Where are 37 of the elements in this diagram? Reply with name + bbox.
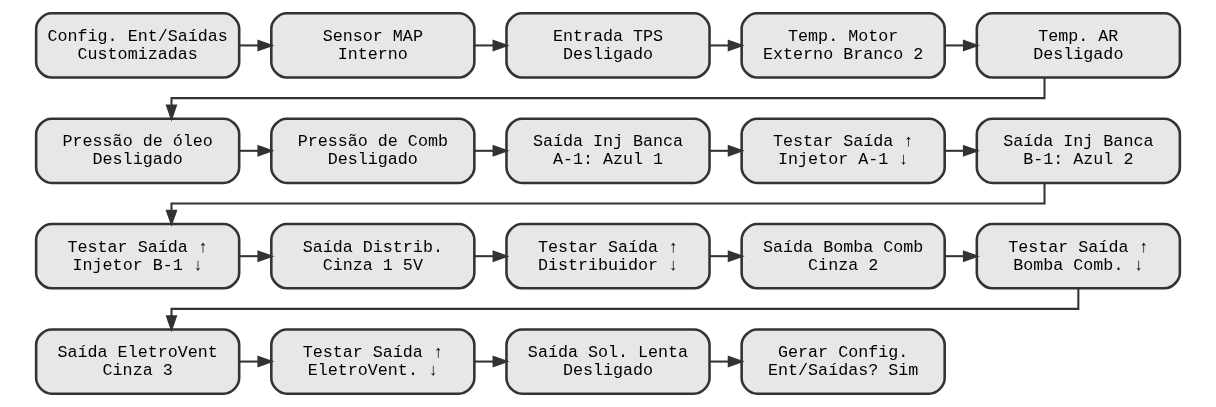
node-box: Pressão de Comb Desligado <box>270 117 476 185</box>
arrow <box>944 250 980 263</box>
node-box: Testar Saída ↑ Distribuidor ↓ <box>505 222 711 290</box>
arrow <box>944 39 980 52</box>
node-box: Testar Saída ↑ Injetor B-1 ↓ <box>34 222 241 290</box>
arrow <box>165 77 1046 122</box>
node-box: Saída EletroVent Cinza 3 <box>34 328 241 395</box>
node-box: Testar Saída ↑ Injetor A-1 ↓ <box>740 117 946 185</box>
arrow <box>239 355 275 368</box>
arrow <box>709 250 745 263</box>
node-box: Temp. Motor Externo Branco 2 <box>740 12 946 79</box>
node-box: Gerar Config. Ent/Saídas? Sim <box>740 328 946 395</box>
node-box: Saída Sol. Lenta Desligado <box>505 328 711 395</box>
node-box: Testar Saída ↑ EletroVent. ↓ <box>270 328 476 395</box>
arrow <box>709 39 745 52</box>
arrow <box>474 250 510 263</box>
node-box: Pressão de óleo Desligado <box>34 117 241 185</box>
arrow <box>239 250 275 263</box>
node-box: Saída Distrib. Cinza 1 5V <box>270 222 476 290</box>
arrow <box>239 144 275 157</box>
node-box: Saída Inj Banca B-1: Azul 2 <box>975 117 1182 185</box>
node-box: Temp. AR Desligado <box>975 12 1182 79</box>
arrow <box>239 39 275 52</box>
node-box: Testar Saída ↑ Bomba Comb. ↓ <box>975 222 1182 290</box>
arrow <box>474 144 510 157</box>
node-box: Sensor MAP Interno <box>270 12 476 79</box>
arrow <box>165 288 1080 333</box>
arrow <box>474 39 510 52</box>
arrow <box>709 355 745 368</box>
arrow <box>165 183 1046 227</box>
arrow <box>709 144 745 157</box>
node-box: Config. Ent/Saídas Customizadas <box>34 12 241 79</box>
arrow <box>944 144 980 157</box>
node-box: Saída Bomba Comb Cinza 2 <box>740 222 946 290</box>
node-box: Entrada TPS Desligado <box>505 12 711 79</box>
arrow <box>474 355 510 368</box>
node-box: Saída Inj Banca A-1: Azul 1 <box>505 117 711 185</box>
